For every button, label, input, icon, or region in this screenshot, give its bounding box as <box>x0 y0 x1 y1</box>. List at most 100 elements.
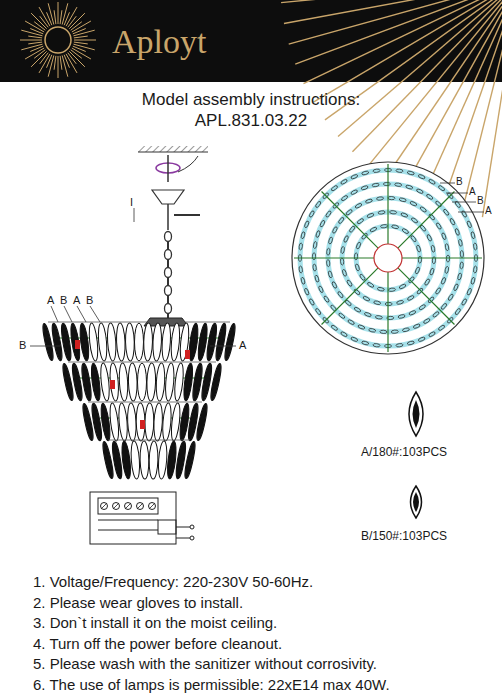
crystal <box>355 264 360 272</box>
crystal <box>428 331 436 337</box>
crystal <box>391 330 398 334</box>
crystal <box>383 182 390 185</box>
crystal <box>128 363 138 401</box>
crystal <box>301 277 306 285</box>
logo-ray <box>74 40 96 41</box>
frame-spoke <box>294 257 374 258</box>
title: Model assembly instructions: <box>142 90 360 110</box>
logo-ray <box>73 30 94 36</box>
crystal <box>372 183 379 187</box>
crystal <box>365 198 373 203</box>
crystal <box>460 250 464 257</box>
crystal <box>80 363 93 402</box>
crystal <box>326 248 330 255</box>
crystal <box>354 307 362 313</box>
crystal <box>432 311 439 318</box>
crystal <box>373 169 380 173</box>
crystal <box>407 295 415 301</box>
crystal <box>471 231 476 239</box>
crystal <box>438 185 446 192</box>
logo-ray <box>47 55 52 68</box>
crystal <box>458 239 463 247</box>
logo-ray <box>62 55 68 76</box>
logo-ray <box>54 56 56 70</box>
crystal <box>445 243 449 250</box>
crystal <box>341 195 349 202</box>
crystal <box>319 220 325 228</box>
wire <box>178 156 198 172</box>
crystal <box>389 210 396 214</box>
crystal <box>315 230 320 238</box>
crystal <box>223 323 237 361</box>
crystal <box>396 343 403 347</box>
crystal <box>367 282 375 288</box>
crystal <box>435 287 442 295</box>
frame-spoke <box>387 164 388 244</box>
part-letter: B <box>19 339 26 352</box>
crystal-b <box>411 486 422 518</box>
canopy <box>152 190 184 204</box>
chain-link <box>165 304 172 314</box>
logo-ray <box>54 10 56 24</box>
crystal <box>423 318 431 324</box>
part-letter: B <box>477 195 484 207</box>
model-number: APL.831.03.22 <box>195 111 307 131</box>
logo-ray <box>73 44 94 50</box>
crystal <box>402 327 410 332</box>
crystal <box>473 243 477 250</box>
crystal <box>118 403 129 442</box>
logo-circle <box>45 27 71 53</box>
crystal <box>326 260 330 267</box>
crystal <box>338 217 345 224</box>
note: 6. The use of lamps is permissible: 22xE… <box>33 676 390 693</box>
crystal <box>350 189 358 195</box>
crystal <box>388 288 395 292</box>
crystal <box>407 171 415 176</box>
crystal <box>471 277 476 285</box>
crystal <box>373 343 380 347</box>
header-ray <box>284 0 502 23</box>
logo-ray <box>58 2 59 24</box>
crystal <box>416 245 421 253</box>
note: 2. Please wear gloves to install. <box>33 594 243 611</box>
ceiling-hatch <box>138 146 208 152</box>
crystal <box>299 243 303 250</box>
crystal <box>209 363 223 401</box>
terminal-slot <box>125 503 131 509</box>
part-letter: A <box>47 294 54 307</box>
terminal-slot <box>137 503 143 509</box>
crystal <box>109 403 121 442</box>
crystal <box>173 363 184 402</box>
crystal <box>391 224 399 229</box>
crystal <box>405 185 413 190</box>
crystal <box>152 323 162 361</box>
terminals <box>101 503 156 510</box>
crystal <box>350 174 358 180</box>
crystal <box>436 222 442 230</box>
lamp-socket <box>75 340 80 349</box>
crystal <box>346 279 353 287</box>
logo-ray <box>60 10 62 24</box>
logo-sunburst <box>20 2 96 78</box>
crystal <box>399 283 407 289</box>
crystal <box>340 331 348 337</box>
crystal <box>120 441 132 480</box>
crystal <box>338 312 345 319</box>
crystal <box>453 283 459 291</box>
frame-spoke <box>398 268 455 325</box>
crystal <box>466 220 472 228</box>
top-view-crystals <box>294 164 482 352</box>
crystal <box>375 315 382 319</box>
crystal <box>342 269 347 277</box>
crystal <box>343 235 349 243</box>
crystal <box>318 285 324 293</box>
crystal <box>88 323 99 362</box>
crystal <box>454 308 461 316</box>
tier-line <box>68 362 216 363</box>
crystal <box>445 266 450 273</box>
crystal <box>426 194 434 201</box>
header-ray <box>385 0 502 178</box>
crystal <box>373 300 381 305</box>
ceiling-line <box>138 152 208 153</box>
crystal <box>361 341 369 346</box>
